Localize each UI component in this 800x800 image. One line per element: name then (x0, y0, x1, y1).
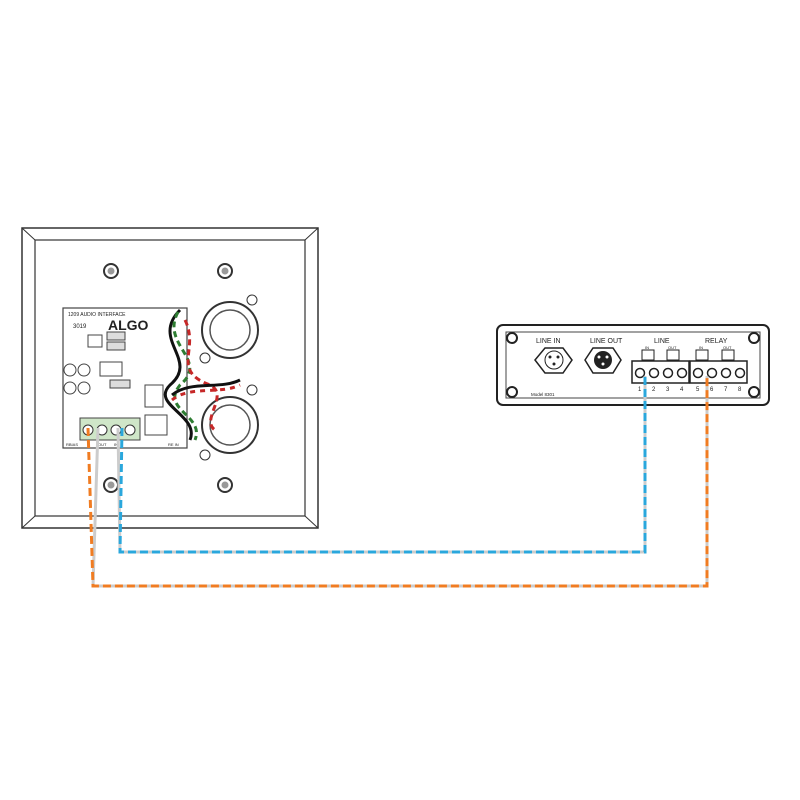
interface-box-8301: LINE IN LINE OUT Model 8301 LINE RELAY I… (496, 324, 770, 406)
line-out-sub-label: OUT (668, 345, 677, 350)
screw-hole-icon (103, 477, 119, 493)
terminal-number: 8 (738, 387, 742, 393)
screw-icon (748, 332, 760, 344)
terminal-block (79, 417, 141, 441)
screw-icon (506, 386, 518, 398)
board-title: 1209 AUDIO INTERFACE (68, 312, 126, 318)
screw-icon (748, 386, 760, 398)
terminal-numbers: 1 2 3 4 5 6 7 8 (638, 387, 742, 393)
terminal-number: 1 (638, 387, 642, 393)
blue-white-cable (116, 376, 647, 554)
xlr-jack-icon (199, 294, 259, 364)
screw-hole-icon (217, 477, 233, 493)
line-out-label: LINE OUT (590, 338, 623, 345)
model-label: Model 8301 (531, 392, 555, 397)
line-in-label: LINE IN (536, 338, 561, 345)
line-label: LINE (654, 338, 670, 345)
relay-out-sub-label: OUT (723, 345, 732, 350)
line-in-sub-label: IN (645, 345, 649, 350)
line-out-xlr-icon (584, 347, 622, 374)
wall-plate (21, 227, 319, 529)
terminal-number: 5 (696, 387, 700, 393)
terminal-label: OUT (98, 442, 107, 447)
terminal-number: 7 (724, 387, 728, 393)
relay-label: RELAY (705, 338, 728, 345)
screw-hole-icon (103, 263, 119, 279)
screw-hole-icon (217, 263, 233, 279)
line-terminal-block (631, 360, 690, 384)
terminal-number: 6 (710, 387, 714, 393)
brand-logo: ALGO (108, 317, 149, 333)
terminal-number: 2 (652, 387, 656, 393)
screw-icon (506, 332, 518, 344)
orange-white-cable (86, 376, 709, 588)
internal-wires (163, 308, 241, 441)
xlr-jack-icon (199, 384, 259, 461)
terminal-label: IN (114, 442, 118, 447)
algo-circuit-board: 1209 AUDIO INTERFACE 3019 ALGO RBIAS OUT… (62, 307, 188, 449)
line-in-xlr-icon (534, 347, 573, 374)
terminal-label: RBIAS (66, 442, 78, 447)
board-number: 3019 (73, 324, 87, 330)
terminal-number: 3 (666, 387, 670, 393)
relay-in-sub-label: IN (699, 345, 703, 350)
terminal-label: RE IN (168, 442, 179, 447)
relay-terminal-block (689, 360, 748, 384)
terminal-number: 4 (680, 387, 684, 393)
